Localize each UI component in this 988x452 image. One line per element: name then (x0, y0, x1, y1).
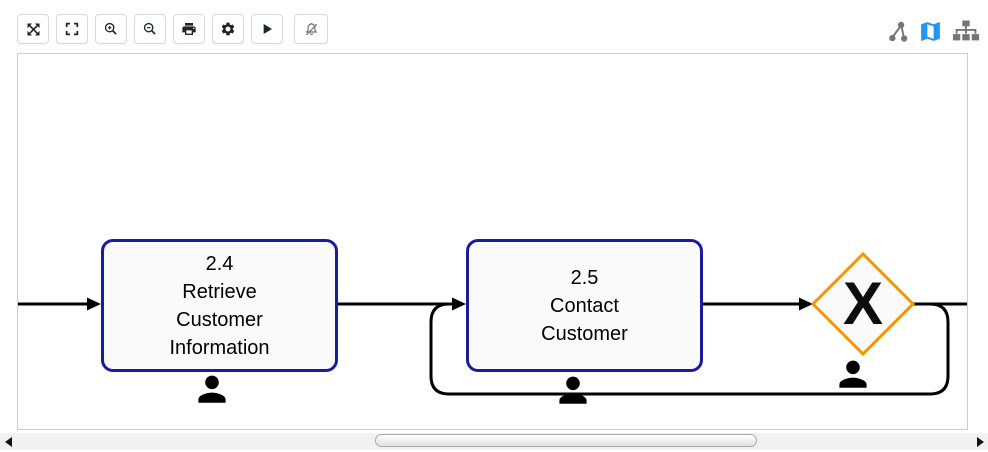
fullscreen-button[interactable] (56, 14, 88, 44)
zoom-out-icon (142, 21, 158, 37)
sequence-flow-incoming (18, 297, 101, 311)
fullscreen-icon (64, 21, 80, 37)
task-2-5[interactable]: 2.5 Contact Customer (466, 239, 703, 372)
map-icon[interactable] (918, 19, 943, 44)
notifications-muted-button[interactable] (294, 14, 328, 44)
zoom-in-button[interactable] (95, 14, 127, 44)
view-mode-icons (888, 17, 980, 45)
zoom-out-button[interactable] (134, 14, 166, 44)
scroll-right-button[interactable] (972, 433, 988, 450)
person-icon (839, 360, 867, 388)
exclusive-gateway[interactable] (810, 251, 916, 357)
zoom-in-icon (103, 21, 119, 37)
sitemap-icon[interactable] (952, 20, 980, 43)
toolbar (17, 14, 328, 44)
scroll-right-icon (976, 436, 984, 447)
play-icon (259, 21, 275, 37)
loop-sequence-flow (429, 302, 950, 396)
person-icon (559, 376, 587, 404)
task-label: 2.5 Contact Customer (541, 266, 628, 345)
scrollbar-thumb[interactable] (375, 434, 757, 447)
task-2-4[interactable]: 2.4 Retrieve Customer Information (101, 239, 338, 372)
scroll-left-icon (4, 436, 12, 447)
bell-slash-icon (303, 21, 320, 38)
gear-icon (220, 21, 236, 37)
horizontal-scrollbar[interactable] (0, 433, 988, 450)
graph-icon[interactable] (888, 20, 909, 43)
person-icon (198, 375, 226, 403)
settings-button[interactable] (212, 14, 244, 44)
print-button[interactable] (173, 14, 205, 44)
play-button[interactable] (251, 14, 283, 44)
scroll-left-button[interactable] (0, 433, 16, 450)
task-label: 2.4 Retrieve Customer Information (169, 252, 270, 359)
sequence-flow-24-25 (338, 297, 466, 311)
diagram-canvas[interactable]: 2.4 Retrieve Customer Information 2.5 Co… (17, 53, 968, 430)
fit-viewport-button[interactable] (17, 14, 49, 44)
sequence-flow-25-gateway (701, 297, 813, 311)
expand-arrows-icon (25, 21, 42, 38)
printer-icon (181, 21, 197, 37)
